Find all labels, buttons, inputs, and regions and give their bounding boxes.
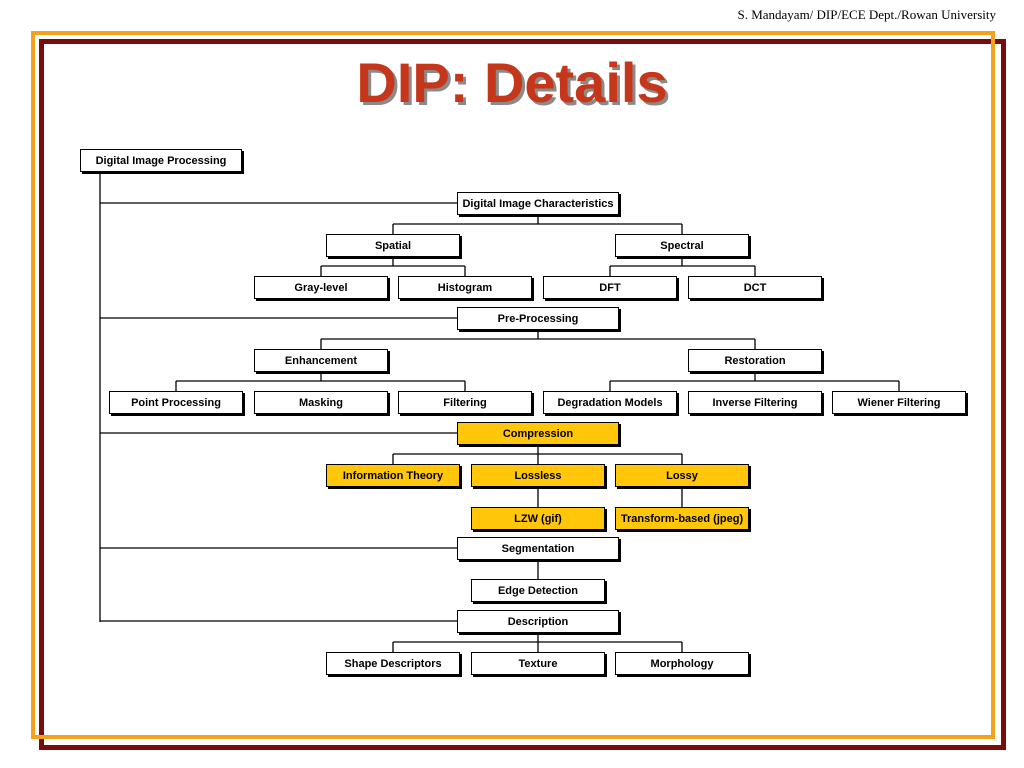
- node-restoration: Restoration: [688, 349, 822, 372]
- node-lzw-gif: LZW (gif): [471, 507, 605, 530]
- node-filtering: Filtering: [398, 391, 532, 414]
- node-morphology: Morphology: [615, 652, 749, 675]
- node-digital-image-processing: Digital Image Processing: [80, 149, 242, 172]
- node-inverse-filtering: Inverse Filtering: [688, 391, 822, 414]
- node-segmentation: Segmentation: [457, 537, 619, 560]
- node-edge-detection: Edge Detection: [471, 579, 605, 602]
- branch-compression: [392, 445, 683, 464]
- node-lossy: Lossy: [615, 464, 749, 487]
- node-shape-descriptors: Shape Descriptors: [326, 652, 460, 675]
- slide-frame-inner: [31, 31, 995, 739]
- node-lossless: Lossless: [471, 464, 605, 487]
- branch-characteristics: [392, 215, 683, 234]
- node-spatial: Spatial: [326, 234, 460, 257]
- branch-preprocessing: [320, 330, 756, 349]
- node-wiener-filtering: Wiener Filtering: [832, 391, 966, 414]
- node-dft: DFT: [543, 276, 677, 299]
- branch-enhancement: [175, 372, 466, 391]
- node-transform-based-jpeg: Transform-based (jpeg): [615, 507, 749, 530]
- node-dct: DCT: [688, 276, 822, 299]
- node-enhancement: Enhancement: [254, 349, 388, 372]
- node-description: Description: [457, 610, 619, 633]
- branch-spatial: [320, 257, 466, 276]
- node-spectral: Spectral: [615, 234, 749, 257]
- branch-spectral: [609, 257, 756, 276]
- branch-description: [392, 633, 683, 652]
- node-digital-image-characteristics: Digital Image Characteristics: [457, 192, 619, 215]
- branch-restoration: [609, 372, 900, 391]
- node-point-processing: Point Processing: [109, 391, 243, 414]
- node-degradation-models: Degradation Models: [543, 391, 677, 414]
- node-histogram: Histogram: [398, 276, 532, 299]
- slide-title: DIP: Details: [356, 51, 668, 114]
- node-information-theory: Information Theory: [326, 464, 460, 487]
- node-pre-processing: Pre-Processing: [457, 307, 619, 330]
- slide-frame-outer: [39, 39, 1006, 750]
- node-gray-level: Gray-level: [254, 276, 388, 299]
- node-masking: Masking: [254, 391, 388, 414]
- node-compression: Compression: [457, 422, 619, 445]
- author-credit: S. Mandayam/ DIP/ECE Dept./Rowan Univers…: [737, 7, 996, 22]
- node-texture: Texture: [471, 652, 605, 675]
